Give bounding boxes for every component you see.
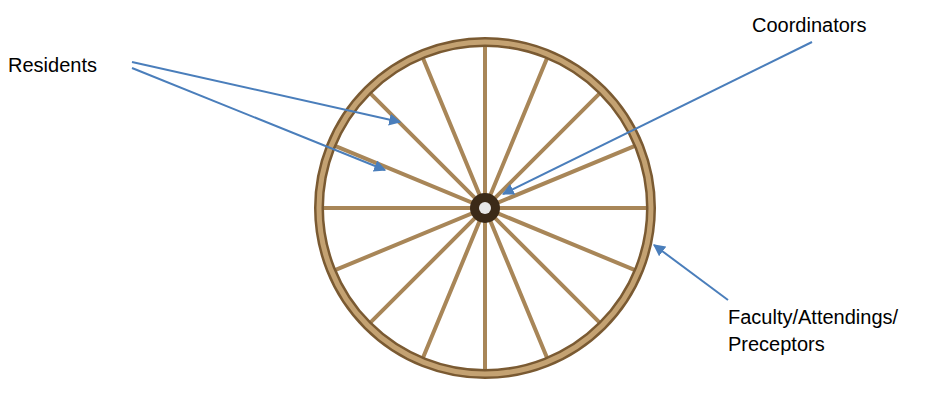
wheel-hub xyxy=(470,193,500,223)
leader-arrow xyxy=(132,62,400,122)
wheel-rim-outer xyxy=(319,42,651,374)
wheel-rim xyxy=(319,42,651,374)
callout-label: Residents xyxy=(8,52,97,79)
leader-arrow xyxy=(654,245,728,300)
callout-label: Coordinators xyxy=(752,12,867,39)
spoke xyxy=(368,91,601,324)
spoke xyxy=(422,56,548,361)
leader-arrow xyxy=(132,68,385,170)
callout-label: Faculty/Attendings/ Preceptors xyxy=(728,304,936,358)
wheel-spokes xyxy=(320,43,650,373)
leader-arrow xyxy=(503,42,812,194)
spoke xyxy=(333,145,638,271)
hub-center xyxy=(479,202,491,214)
